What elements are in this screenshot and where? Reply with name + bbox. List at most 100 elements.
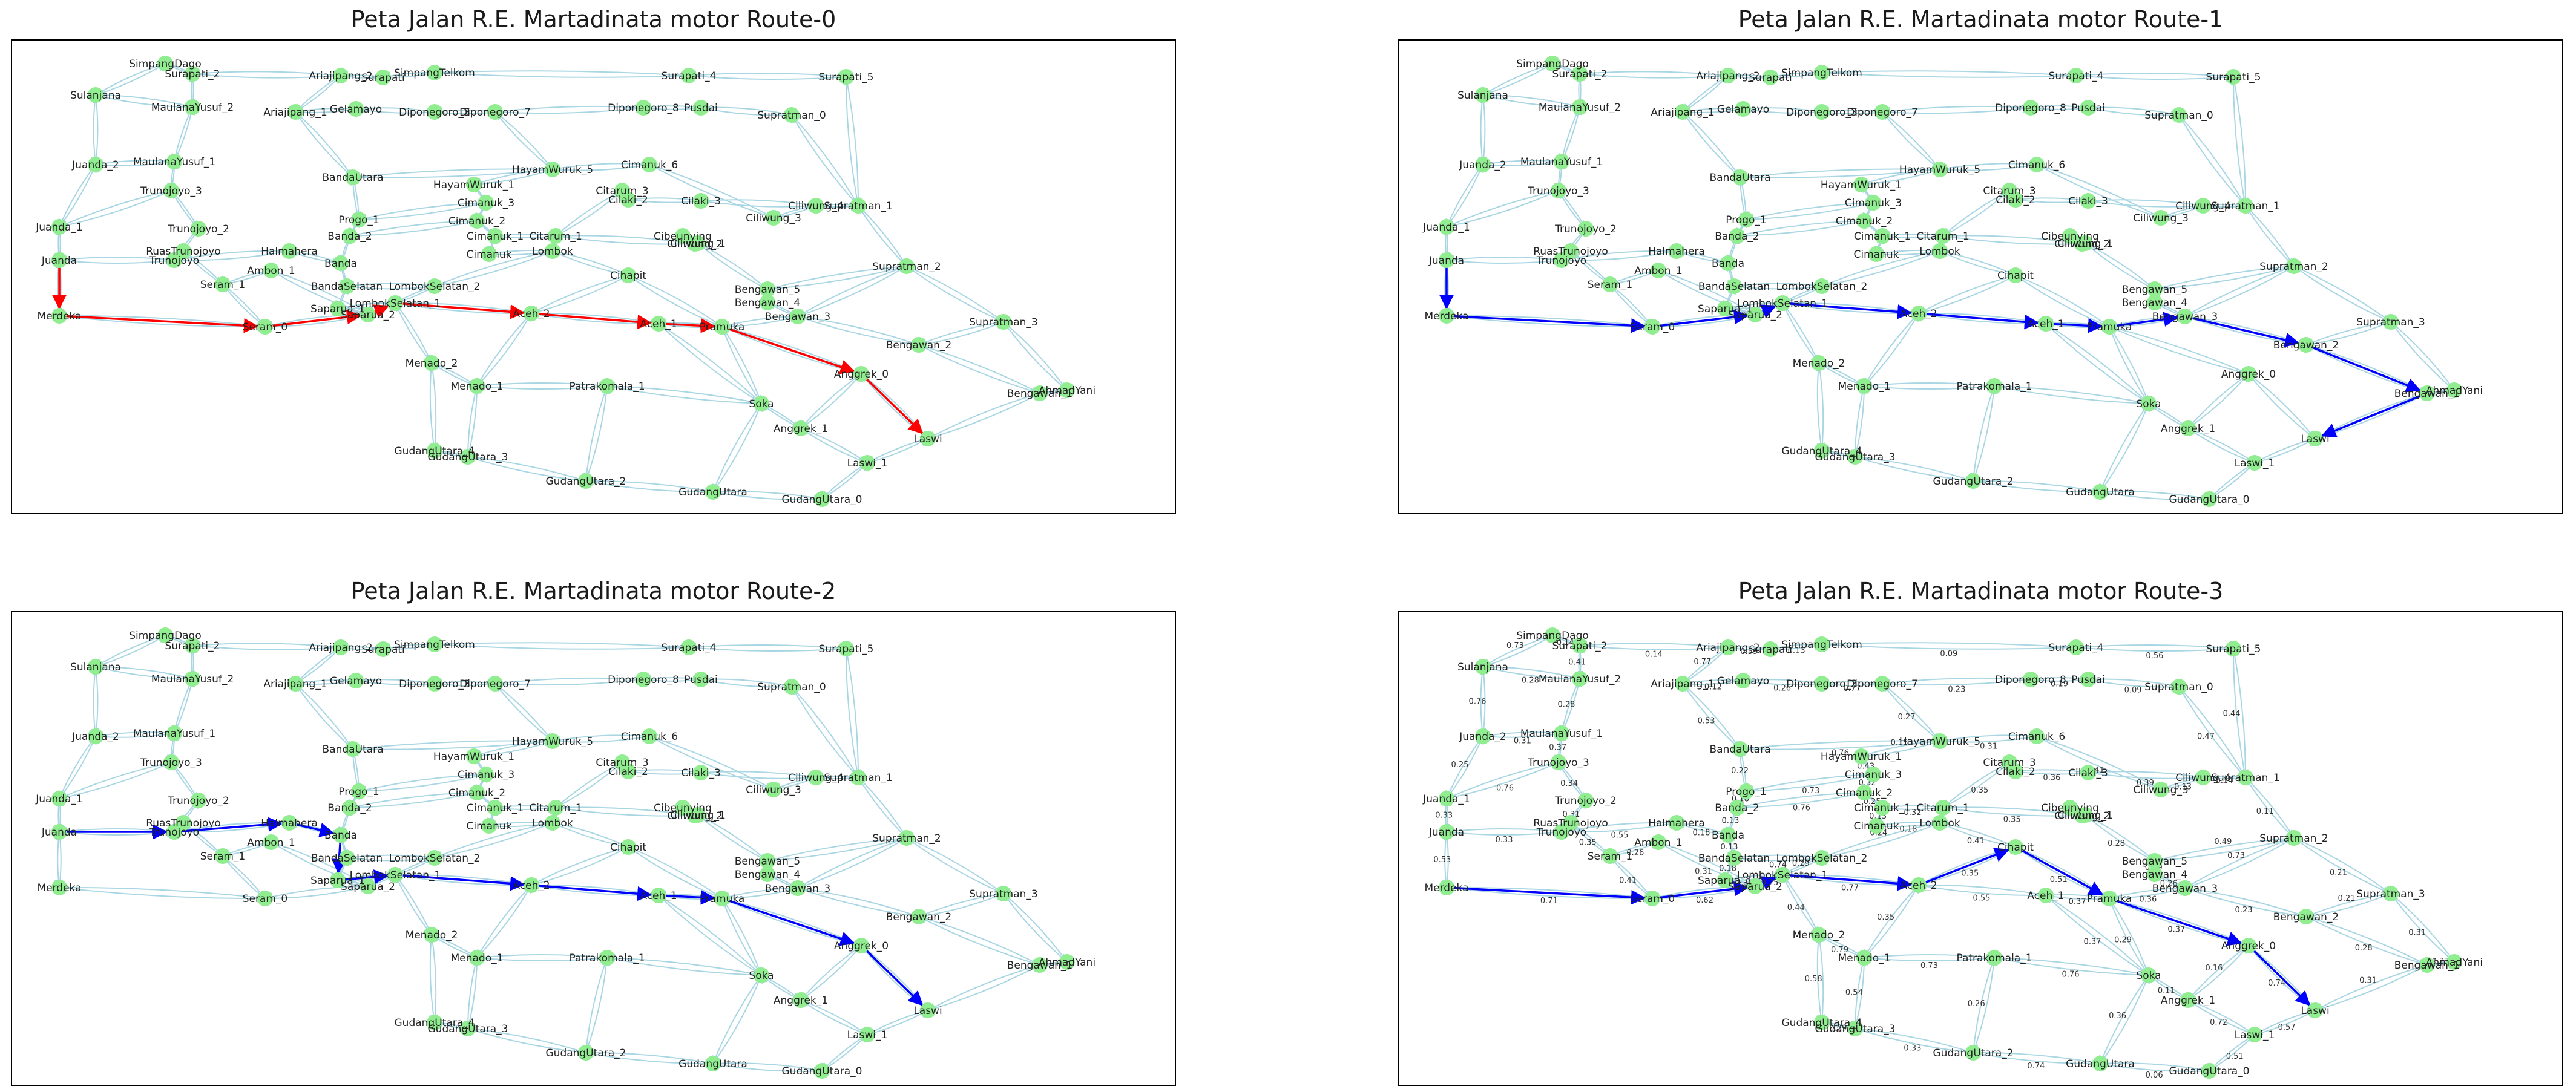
- node-label: Cilaki_2: [608, 194, 648, 206]
- node-label: Laswi: [2301, 433, 2329, 445]
- node-marker: [333, 255, 349, 271]
- node-label: Seram_0: [243, 893, 288, 905]
- edge-weight-label: 0.13: [1722, 816, 1740, 825]
- route-edge: [2247, 944, 2311, 1006]
- edge: [95, 730, 176, 739]
- node-label: Bengawan_2: [886, 911, 952, 923]
- route-edge: [1918, 848, 2010, 886]
- node-label: Aceh_1: [2027, 318, 2064, 330]
- node-label: Cimanuk_3: [458, 769, 514, 781]
- node-marker: [1868, 818, 1884, 834]
- node-label: Sulanjana: [1457, 661, 1508, 673]
- graph-canvas: SimpangDagoSulanjanaJuanda_2Juanda_1Juan…: [1398, 39, 2563, 514]
- node-label: Cimanuk_6: [2008, 731, 2065, 743]
- node-marker: [469, 785, 485, 800]
- edge: [2293, 837, 2392, 895]
- edge: [2100, 974, 2150, 1064]
- node-marker: [814, 491, 830, 507]
- node-label: Patrakomala_1: [569, 381, 645, 393]
- node-marker: [387, 867, 403, 883]
- node-label: Ariajipang_1: [263, 678, 327, 690]
- node-marker: [620, 764, 636, 779]
- node-marker: [1572, 99, 1588, 115]
- node-label: Saparua_2: [341, 881, 395, 893]
- edge: [712, 403, 762, 493]
- node-label: Progo_1: [1726, 786, 1766, 798]
- edge: [554, 190, 623, 237]
- node-marker: [460, 449, 476, 465]
- node-marker: [1847, 449, 1863, 465]
- node-label: AhmadYani: [1039, 957, 1096, 969]
- edge: [2087, 675, 2180, 687]
- edge-weight-label: 0.35: [1579, 839, 1597, 848]
- edge: [349, 220, 478, 239]
- edge: [2305, 914, 2428, 966]
- edge: [688, 644, 847, 653]
- node-label: BandaSelatan: [1698, 281, 1770, 293]
- node-label: Ciliwung_1: [2057, 238, 2113, 250]
- node-label: SimpangTelkom: [394, 639, 475, 651]
- node-marker: [2008, 764, 2023, 779]
- node-label: Lombok: [532, 246, 573, 258]
- node-marker: [2153, 210, 2169, 226]
- edge: [846, 648, 861, 779]
- node-marker: [714, 319, 730, 335]
- node-marker: [2147, 295, 2163, 310]
- edge: [1746, 772, 1874, 792]
- edge: [1743, 108, 1823, 117]
- node-label: GudangUtara_2: [1933, 1047, 2014, 1059]
- edge: [1445, 826, 1562, 836]
- node-label: GudangUtara_3: [1815, 1023, 1896, 1035]
- node-label: Surapati_2: [1552, 640, 1608, 652]
- edge: [2100, 402, 2150, 492]
- node-label: Ciliwung_2: [667, 810, 723, 822]
- edge: [95, 63, 166, 96]
- node-marker: [1554, 725, 1569, 741]
- edge: [918, 344, 1041, 396]
- edge: [712, 487, 823, 500]
- edge-weight-label: 0.34: [1560, 779, 1578, 788]
- edge: [349, 790, 478, 808]
- node-marker: [1814, 676, 1830, 692]
- edge: [2184, 837, 2295, 889]
- edge: [1821, 639, 2077, 649]
- edge: [551, 163, 650, 172]
- node-label: GudangUtara: [2066, 1058, 2135, 1070]
- edge: [467, 453, 586, 482]
- edge: [352, 740, 553, 753]
- node-marker: [88, 87, 104, 103]
- node-marker: [2062, 228, 2078, 244]
- node-marker: [2226, 69, 2241, 85]
- node-label: Pusdai: [684, 674, 718, 686]
- node-label: Anggrek_0: [2221, 368, 2276, 381]
- node-marker: [524, 306, 539, 321]
- node-label: Juanda: [1428, 255, 1464, 267]
- node-marker: [375, 70, 391, 85]
- node-marker: [2286, 258, 2302, 274]
- edge-weight-label: 0.26: [1968, 999, 1985, 1009]
- node-label: Ariajipang_2: [1696, 642, 1760, 654]
- edge: [531, 846, 629, 886]
- edge: [1993, 382, 2149, 404]
- edge: [1918, 885, 2047, 900]
- edge: [264, 884, 369, 899]
- node-marker: [1572, 671, 1588, 687]
- node-label: Cimanuk: [467, 249, 512, 261]
- node-marker: [1572, 638, 1588, 653]
- node-label: Saparua_1: [310, 303, 365, 315]
- edge: [1446, 828, 1563, 837]
- node-label: Bengawan_1: [2394, 388, 2460, 400]
- node-marker: [754, 967, 769, 983]
- node-label: Cibeunying: [654, 802, 712, 814]
- edge-weight-label: 0.16: [2206, 964, 2223, 973]
- edge: [1579, 643, 1729, 652]
- edge: [2099, 975, 2149, 1065]
- edge: [1739, 168, 1940, 181]
- node-marker: [784, 107, 800, 123]
- node-label: Surapati_5: [819, 71, 874, 83]
- edge: [797, 313, 919, 345]
- node-marker: [1853, 748, 1869, 764]
- node-marker: [1874, 228, 1890, 244]
- node-label: Bengawan_4: [2122, 297, 2188, 309]
- node-marker: [1856, 950, 1872, 966]
